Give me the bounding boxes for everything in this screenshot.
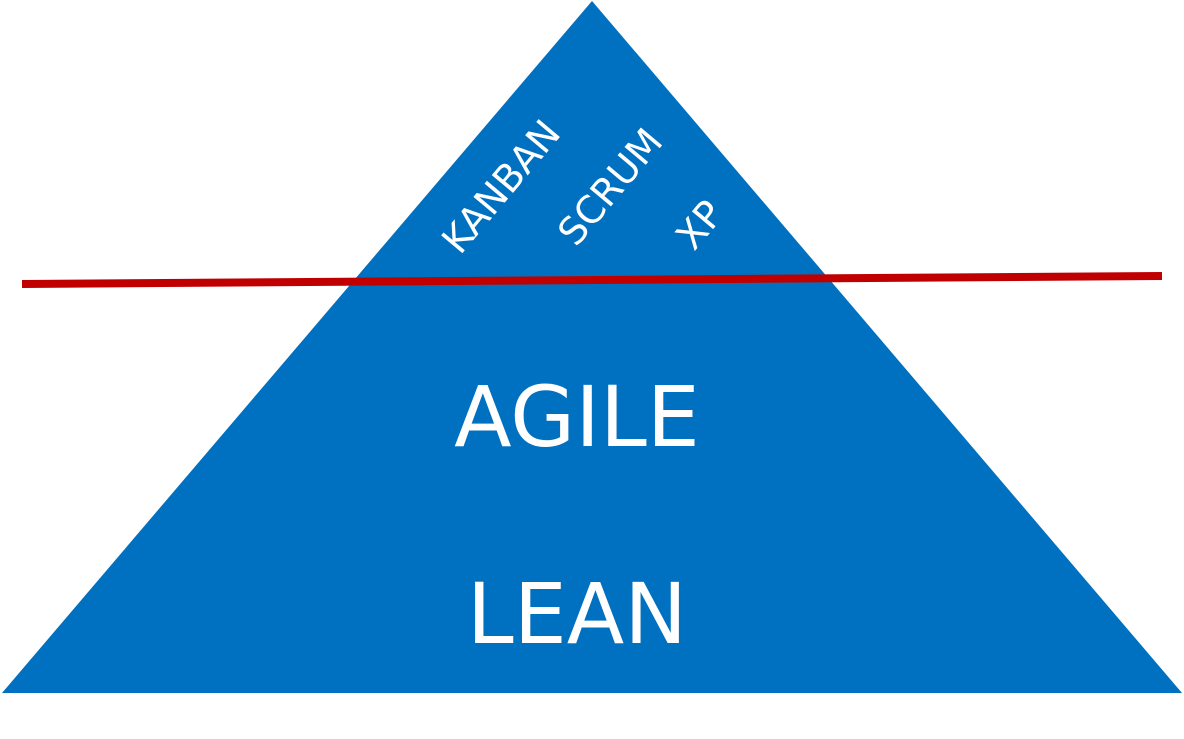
pyramid-shape <box>2 1 1182 693</box>
layer-lean-label: LEAN <box>467 565 687 663</box>
divider-line <box>21 272 1163 288</box>
layer-agile-label: AGILE <box>454 368 700 466</box>
